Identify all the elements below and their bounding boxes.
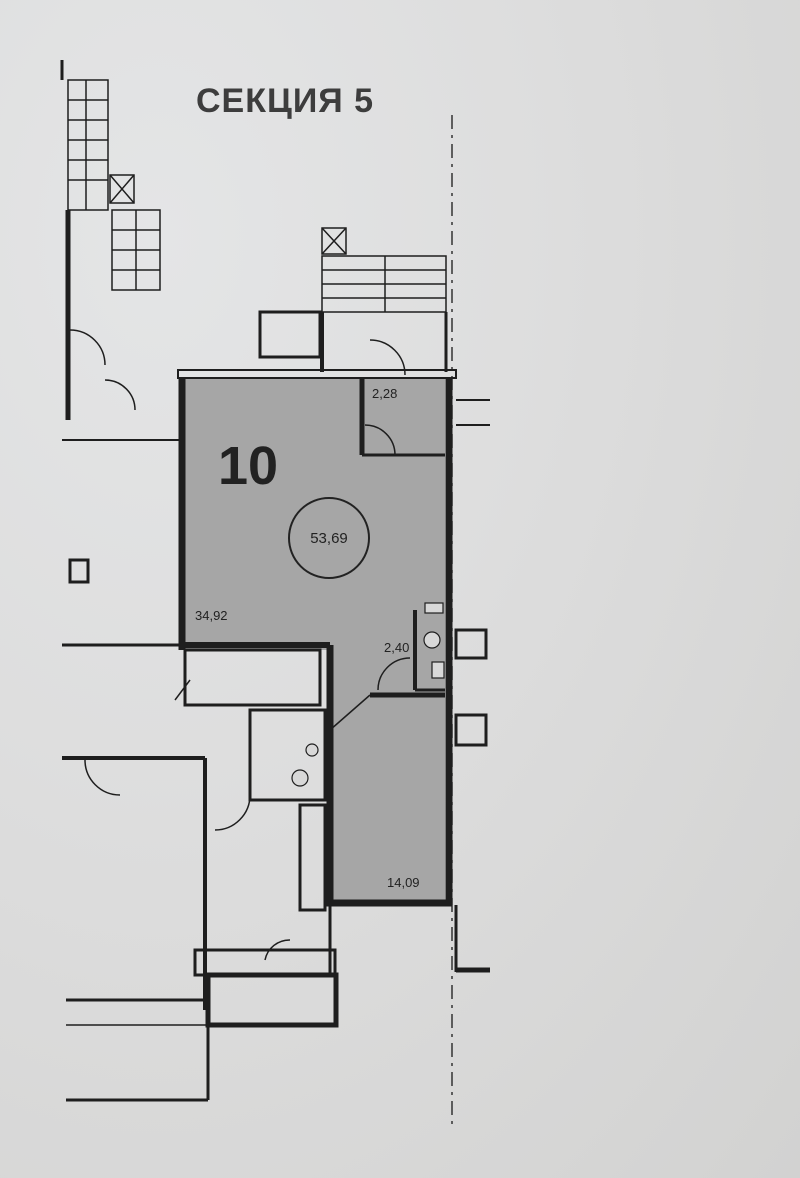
sanitary-fixtures	[291, 602, 445, 787]
room-area-living: 34,92	[195, 608, 228, 623]
apartment-walls	[177, 369, 457, 907]
total-area-value: 53,69	[310, 529, 348, 547]
room-area-bathroom: 2,40	[384, 640, 410, 655]
neighbour-walls	[62, 399, 490, 1102]
apartment-number: 10	[218, 436, 279, 496]
apartment-10-area	[185, 378, 445, 900]
room-area-bedroom: 14,09	[387, 875, 420, 890]
total-area-badge: 53,69	[288, 497, 370, 579]
staircase-center	[258, 227, 448, 372]
section-title: СЕКЦИЯ 5	[196, 82, 375, 120]
staircase-left	[60, 60, 161, 420]
room-area-hall: 2,28	[372, 386, 398, 401]
door-swings	[69, 329, 411, 961]
